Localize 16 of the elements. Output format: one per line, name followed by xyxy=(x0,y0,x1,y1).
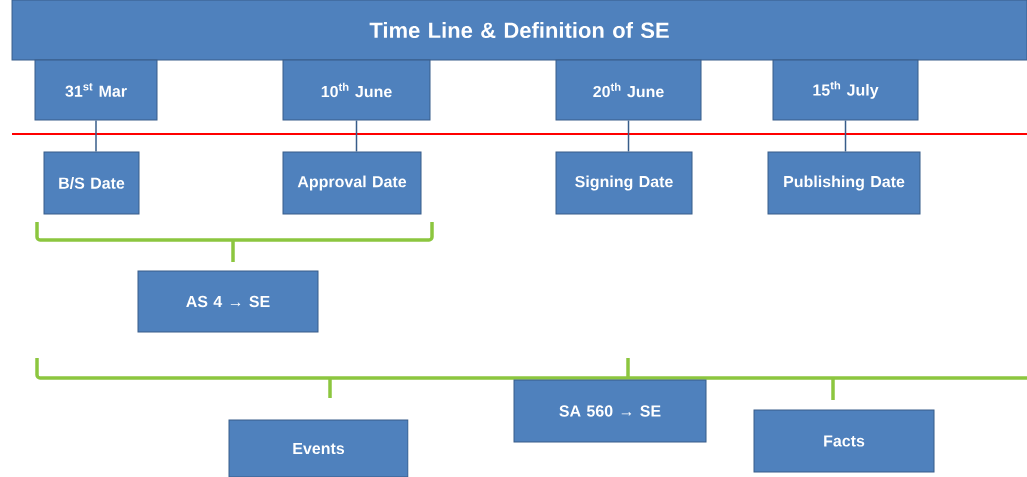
connector-line xyxy=(95,119,97,153)
date-box: 31$^{st}$ Mar xyxy=(34,59,158,121)
label-box: Signing Date xyxy=(555,151,693,215)
date-box: 10$^{th}$ June xyxy=(282,59,431,121)
date-box: 20$^{th}$ June xyxy=(555,59,702,121)
label-box: Facts xyxy=(753,409,935,473)
connector-line xyxy=(627,119,630,153)
label-box: Events xyxy=(228,419,409,477)
label-box: AS 4 → SE xyxy=(137,270,319,333)
label-box: Approval Date xyxy=(282,151,422,215)
label-box: Publishing Date xyxy=(767,151,921,215)
connector-line xyxy=(355,119,358,153)
connector-line xyxy=(844,119,847,153)
date-box: 15$^{th}$ July xyxy=(772,59,919,121)
label-box: SA 560 → SE xyxy=(513,379,707,443)
label-box: B/S Date xyxy=(43,151,140,215)
